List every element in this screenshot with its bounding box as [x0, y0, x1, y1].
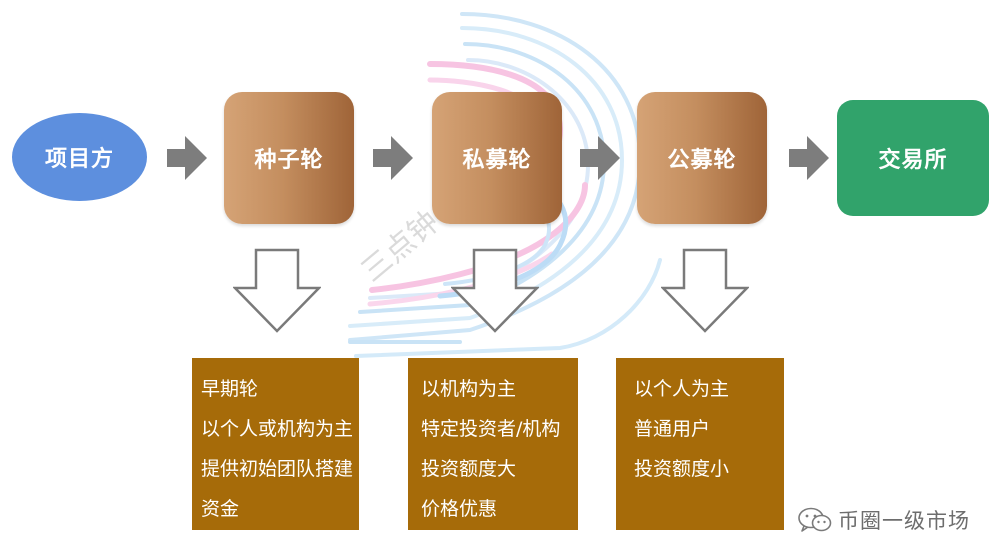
- private-detail-line: 投资额度大: [421, 458, 517, 480]
- public-round-details: 以个人为主 普通用户 投资额度小: [616, 358, 784, 530]
- public-detail-line: 普通用户: [634, 418, 711, 440]
- private-detail-line: 价格优惠: [421, 498, 498, 520]
- seed-detail-line: 资金: [201, 498, 240, 520]
- seed-detail-line: 提供初始团队搭建: [201, 458, 354, 480]
- down-arrow-seed: [233, 248, 321, 333]
- node-project-label: 项目方: [44, 147, 114, 172]
- private-detail-line: 以机构为主: [421, 378, 517, 400]
- node-project: 项目方: [12, 113, 147, 201]
- node-seed-round-label: 种子轮: [254, 148, 324, 173]
- seed-detail-line: 早期轮: [201, 378, 259, 400]
- footer-source: 币圈一级市场: [798, 505, 970, 535]
- node-seed-round: 种子轮: [224, 92, 354, 224]
- seed-round-details: 早期轮 以个人或机构为主 提供初始团队搭建 资金: [192, 358, 359, 530]
- flow-arrow-3: [580, 136, 620, 180]
- node-public-round: 公募轮: [637, 92, 767, 224]
- seed-detail-line: 以个人或机构为主: [201, 418, 354, 440]
- node-public-round-label: 公募轮: [667, 148, 737, 173]
- private-detail-line: 特定投资者/机构: [421, 418, 561, 440]
- node-private-round-label: 私募轮: [462, 148, 532, 173]
- public-detail-line: 以个人为主: [634, 378, 730, 400]
- public-detail-line: 投资额度小: [634, 458, 730, 480]
- node-exchange: 交易所: [837, 100, 989, 216]
- flow-arrow-2: [373, 136, 413, 180]
- down-arrow-private: [451, 248, 539, 333]
- private-round-details: 以机构为主 特定投资者/机构 投资额度大 价格优惠: [408, 358, 578, 530]
- footer-source-text: 币圈一级市场: [838, 509, 970, 533]
- node-exchange-label: 交易所: [878, 148, 948, 173]
- down-arrow-public: [661, 248, 749, 333]
- flow-arrow-4: [789, 136, 829, 180]
- node-private-round: 私募轮: [432, 92, 562, 224]
- flow-arrow-1: [167, 136, 207, 180]
- wechat-icon: [798, 507, 832, 532]
